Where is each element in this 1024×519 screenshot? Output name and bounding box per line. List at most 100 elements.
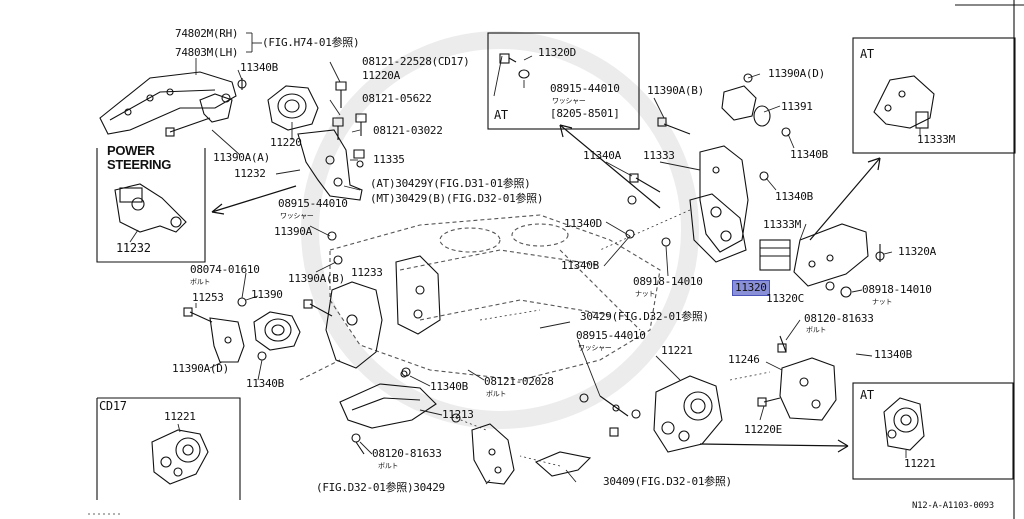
label-fig-h74: (FIG.H74-01参照) bbox=[262, 36, 360, 49]
label-inset-at-washer: AT bbox=[494, 108, 508, 122]
bolt-cluster-upper-left bbox=[165, 78, 247, 137]
label-11340b-tl: 11340B bbox=[240, 61, 278, 74]
diagram-code: N12-A-A1103-0093 bbox=[912, 501, 994, 511]
label-11221-cd17: 11221 bbox=[164, 410, 196, 423]
label-bolt-r: ボルト bbox=[806, 326, 827, 334]
label-30429-c: 30429(FIG.D32-01参照) bbox=[580, 310, 709, 323]
label-08074-01610: 08074-01610 bbox=[190, 263, 260, 276]
label-11232-box: 11232 bbox=[116, 241, 151, 255]
label-74802m: 74802M(RH) bbox=[175, 27, 239, 40]
label-bolt-08074: ボルト bbox=[190, 278, 211, 286]
label-11320d: 11320D bbox=[538, 46, 576, 59]
rubber-11391 bbox=[721, 73, 791, 181]
inset-at-bracket-part bbox=[873, 75, 935, 129]
label-washer-l: ワッシャー bbox=[280, 212, 314, 220]
label-11320a: 11320A bbox=[898, 245, 936, 258]
bolt-cluster-lower-center bbox=[351, 370, 641, 455]
label-11340b-c: 11340B bbox=[561, 259, 599, 272]
label-inset-at-bracket: AT bbox=[860, 47, 874, 61]
inset-cd17-box bbox=[97, 397, 241, 500]
label-74803m: 74803M(LH) bbox=[175, 46, 239, 59]
label-11390a-d: 11390A(D) bbox=[172, 362, 229, 375]
label-11253: 11253 bbox=[192, 291, 224, 304]
inset-at-mount-part bbox=[883, 397, 925, 451]
label-08120-81633-r: 08120-81633 bbox=[804, 312, 874, 325]
engine-block bbox=[299, 214, 661, 381]
bracket-30429 bbox=[451, 413, 592, 485]
label-08121-22528: 08121-22528(CD17) bbox=[362, 55, 470, 68]
inset-at-washer-box bbox=[487, 32, 640, 130]
label-range-8205-8501: [8205-8501] bbox=[550, 107, 620, 120]
label-power: POWER bbox=[107, 143, 155, 158]
label-cd17: CD17 bbox=[99, 399, 127, 413]
label-11220a: 11220A bbox=[362, 69, 400, 82]
label-11340b-bc: 11340B bbox=[430, 380, 468, 393]
bolt-cluster-upper-center bbox=[332, 81, 367, 168]
label-mt-30429b: (MT)30429(B)(FIG.D32-01参照) bbox=[370, 192, 544, 205]
label-08121-02028: 08121-02028 bbox=[484, 375, 554, 388]
label-11221-at: 11221 bbox=[904, 457, 936, 470]
label-11390a-b-r: 11390A(B) bbox=[647, 84, 704, 97]
label-08121-03022: 08121-03022 bbox=[373, 124, 443, 137]
label-washer-c: ワッシャー bbox=[578, 344, 612, 352]
bracket-11246 bbox=[757, 335, 837, 421]
label-at-30429y: (AT)30429Y(FIG.D31-01参照) bbox=[370, 177, 531, 190]
label-11340b-rr: 11340B bbox=[874, 348, 912, 361]
label-11246: 11246 bbox=[728, 353, 760, 366]
label-08120-81633-b: 08120-81633 bbox=[372, 447, 442, 460]
label-fig-d32-30429: (FIG.D32-01参照)30429 bbox=[316, 481, 445, 494]
label-11220: 11220 bbox=[270, 136, 302, 149]
label-08121-05622: 08121-05622 bbox=[362, 92, 432, 105]
inset-cd17-mount-part bbox=[151, 429, 209, 485]
label-11221-c: 11221 bbox=[661, 344, 693, 357]
label-nut-c: ナット bbox=[635, 290, 656, 298]
mount-11220 bbox=[267, 85, 319, 131]
bracket-11333 bbox=[625, 117, 749, 263]
bracket-74802m bbox=[99, 71, 237, 135]
leader-lines bbox=[129, 32, 921, 485]
label-11390a-a: 11390A(A) bbox=[213, 151, 270, 164]
label-08915-44010-l: 08915-44010 bbox=[278, 197, 348, 210]
inset-at-bracket-box bbox=[852, 37, 1016, 154]
label-11340b-r1: 11340B bbox=[790, 148, 828, 161]
label-11333: 11333 bbox=[643, 149, 675, 162]
label-11340d: 11340D bbox=[564, 217, 602, 230]
mount-11390 bbox=[253, 311, 301, 351]
bracket-11333m bbox=[759, 223, 885, 298]
label-nut-r: ナット bbox=[872, 298, 893, 306]
label-11390a-d-r: 11390A(D) bbox=[768, 67, 825, 80]
label-30409: 30409(FIG.D32-01参照) bbox=[603, 475, 732, 488]
label-08915-44010-c: 08915-44010 bbox=[576, 329, 646, 342]
label-11220e: 11220E bbox=[744, 423, 782, 436]
dashed-guides bbox=[88, 209, 771, 515]
inset-washer-parts bbox=[499, 53, 530, 79]
mount-11221 bbox=[653, 375, 723, 453]
label-11340a: 11340A bbox=[583, 149, 621, 162]
label-11213: 11213 bbox=[442, 408, 474, 421]
label-11232-top: 11232 bbox=[234, 167, 266, 180]
label-11340b-r2: 11340B bbox=[775, 190, 813, 203]
power-steering-bracket bbox=[114, 183, 187, 233]
label-11390a-b: 11390A(B) bbox=[288, 272, 345, 285]
label-11320-highlighted[interactable]: 11320 bbox=[732, 280, 770, 296]
label-11340b-ml: 11340B bbox=[246, 377, 284, 390]
label-washer-i: ワッシャー bbox=[552, 97, 586, 105]
label-08918-14010-c: 08918-14010 bbox=[633, 275, 703, 288]
label-11391: 11391 bbox=[781, 100, 813, 113]
label-11233: 11233 bbox=[351, 266, 383, 279]
inset-power-steering-box bbox=[96, 148, 206, 263]
label-08915-44010-i: 08915-44010 bbox=[550, 82, 620, 95]
label-inset-at-mount: AT bbox=[860, 388, 874, 402]
arrows bbox=[211, 124, 881, 453]
label-11335: 11335 bbox=[373, 153, 405, 166]
label-bolt-b: ボルト bbox=[378, 462, 399, 470]
label-11390a: 11390A bbox=[274, 225, 312, 238]
bracket-11232 bbox=[297, 129, 363, 201]
label-bolt-02028: ボルト bbox=[486, 390, 507, 398]
label-11390: 11390 bbox=[251, 288, 283, 301]
watermark-seal bbox=[301, 31, 699, 429]
label-11333m: 11333M bbox=[763, 218, 801, 231]
bracket-11233 bbox=[303, 231, 441, 369]
label-11320c: 11320C bbox=[766, 292, 804, 305]
